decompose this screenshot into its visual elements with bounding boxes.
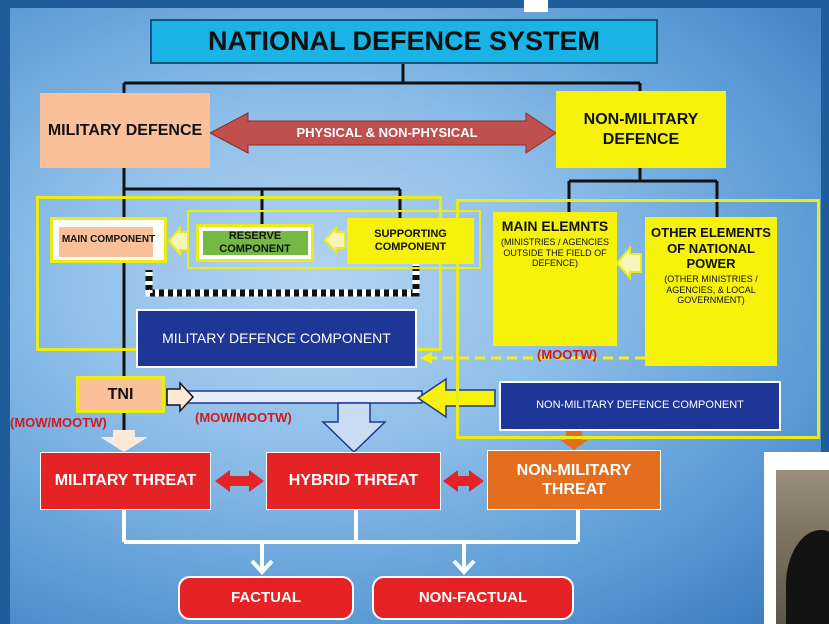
slide-frame-left <box>0 0 10 624</box>
slide-frame-notch <box>524 0 548 12</box>
reserve-component-label: RESERVE COMPONENT <box>219 229 291 255</box>
to-reserve-arrow <box>323 225 346 255</box>
military-defence-component-box: MILITARY DEFENCE COMPONENT <box>136 309 417 368</box>
speaker-photo <box>776 470 829 624</box>
other-elements-detail: (OTHER MINISTRIES / AGENCIES, & LOCAL GO… <box>664 273 758 306</box>
main-component-box: MAIN COMPONENT <box>50 217 167 263</box>
slide-frame-top <box>0 0 829 8</box>
hybrid-threat-box: HYBRID THREAT <box>266 452 441 510</box>
tni-right-arrow <box>166 381 195 413</box>
to-main-elements-arrow <box>615 245 642 281</box>
force-channel <box>179 390 423 404</box>
factual-pill: FACTUAL <box>178 576 354 620</box>
tni-box: TNI <box>76 376 165 413</box>
hybrid-nonmil-double-arrow <box>443 470 484 492</box>
nonmilitary-component-frame <box>456 199 820 439</box>
physical-link-label: PHYSICAL & NON-PHYSICAL <box>296 125 478 141</box>
military-threat-box: MILITARY THREAT <box>40 452 211 510</box>
mil-to-threat-arrow <box>100 430 148 452</box>
slide-frame-right <box>821 0 829 624</box>
mootw-dashed-arrowhead <box>420 352 432 364</box>
reserve-supporting-frame <box>187 210 481 269</box>
mootw-right-label: (MOOTW) <box>537 347 597 362</box>
nonmilitary-defence-box: NON-MILITARY DEFENCE <box>556 91 726 168</box>
main-component-label: MAIN COMPONENT <box>61 234 156 245</box>
reserve-component-box: RESERVE COMPONENT <box>196 224 314 262</box>
other-elements-title: OTHER ELEMENTS OF NATIONAL POWER <box>651 225 771 272</box>
main-elements-box: MAIN ELEMNTS (MINISTRIES / AGENCIES OUTS… <box>493 212 617 346</box>
nonmil-to-threat-arrow <box>560 431 588 450</box>
mow-mootw-left-label: (MOW/MOOTW) <box>10 415 107 430</box>
mil-hybrid-double-arrow <box>215 470 264 492</box>
outcome-bracket <box>122 510 580 575</box>
title-connector <box>122 64 642 93</box>
page-title: NATIONAL DEFENCE SYSTEM <box>150 19 658 64</box>
nonfactual-pill: NON-FACTUAL <box>372 576 574 620</box>
main-elements-title: MAIN ELEMNTS <box>501 218 609 234</box>
to-main-arrow <box>167 225 189 257</box>
center-to-hybrid-arrow <box>321 402 387 454</box>
main-elements-detail: (MINISTRIES / AGENCIES OUTSIDE THE FIELD… <box>500 236 610 269</box>
nonmilitary-threat-box: NON-MILITARY THREAT <box>487 450 661 510</box>
other-elements-box: OTHER ELEMENTS OF NATIONAL POWER (OTHER … <box>645 217 777 366</box>
mow-mootw-center-label: (MOW/MOOTW) <box>195 410 292 425</box>
military-defence-box: MILITARY DEFENCE <box>40 93 210 168</box>
supporting-component-box: SUPPORTING COMPONENT <box>347 218 474 264</box>
nonmilitary-defence-component-box: NON-MILITARY DEFENCE COMPONENT <box>499 381 781 431</box>
